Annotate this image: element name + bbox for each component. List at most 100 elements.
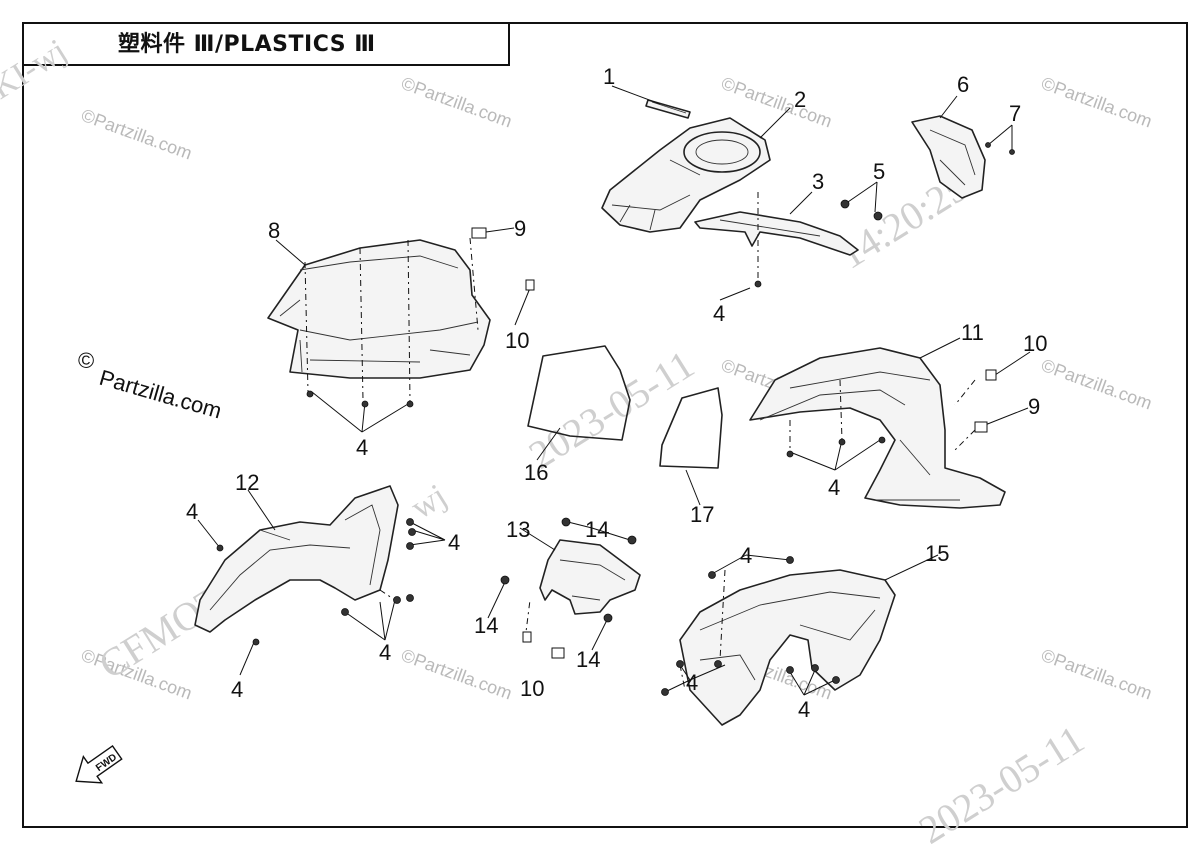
diagram-title: 塑料件 Ⅲ/PLASTICS Ⅲ — [118, 32, 376, 57]
callout-10: 10 — [1023, 331, 1047, 356]
callout-4: 4 — [379, 640, 391, 665]
bolt — [676, 660, 684, 668]
bolt — [393, 596, 401, 604]
callout-4: 4 — [828, 475, 840, 500]
watermark-partzilla-large: Partzilla.com — [97, 365, 225, 424]
watermark-partzilla: ©Partzilla.com — [1039, 645, 1155, 704]
part-13-bracket — [539, 539, 641, 615]
assembly-lines — [304, 192, 976, 691]
part-2-tank-cover — [601, 117, 771, 233]
clip-10 — [525, 279, 535, 291]
bolt — [878, 436, 886, 444]
watermark-partzilla: ©Partzilla.com — [79, 105, 195, 164]
bolt — [306, 390, 314, 398]
part-17-sheet — [659, 387, 723, 469]
callouts: 1 2 3 4 5 6 7 8 9 10 4 11 10 9 4 16 17 1… — [186, 64, 1047, 722]
watermark-date: 2023-05-11 — [521, 341, 702, 477]
bolt — [627, 535, 637, 545]
bolt — [786, 556, 794, 564]
callout-10: 10 — [505, 328, 529, 353]
part-12-lower-left-panel — [194, 485, 399, 633]
part-8-left-fairing — [267, 239, 491, 379]
bolt — [361, 400, 369, 408]
bolt — [873, 211, 883, 221]
diagram-frame — [22, 22, 1188, 828]
part-11-right-fairing — [749, 347, 1006, 509]
bolt — [603, 613, 613, 623]
callout-16: 16 — [524, 460, 548, 485]
watermark-partzilla: ©Partzilla.com — [399, 73, 515, 132]
bolt — [661, 688, 669, 696]
bolt — [406, 518, 414, 526]
callout-9: 9 — [514, 216, 526, 241]
watermark-corner: KI-wj — [0, 32, 73, 106]
callout-10: 10 — [520, 676, 544, 701]
bolt — [406, 594, 414, 602]
bolt — [840, 199, 850, 209]
clip-10 — [522, 631, 532, 643]
bolt — [252, 638, 260, 646]
bolt — [786, 450, 794, 458]
callout-4: 4 — [186, 499, 198, 524]
part-1-strip — [645, 99, 691, 119]
bolt — [786, 666, 794, 674]
callout-11: 11 — [961, 320, 984, 345]
callout-4: 4 — [713, 301, 725, 326]
watermark-partzilla: ©Partzilla.com — [1039, 73, 1155, 132]
bolt — [714, 660, 722, 668]
callout-14: 14 — [585, 517, 609, 542]
bolt — [832, 676, 840, 684]
bolt — [838, 438, 846, 446]
callout-3: 3 — [812, 169, 824, 194]
callout-7: 7 — [1009, 101, 1021, 126]
leader-lines — [197, 85, 1031, 651]
callout-13: 13 — [506, 517, 530, 542]
watermark-partzilla: ©Partzilla.com — [1039, 355, 1155, 414]
fasteners — [216, 142, 1015, 696]
clip-10 — [551, 647, 565, 659]
callout-4: 4 — [740, 543, 752, 568]
callout-1: 1 — [603, 64, 615, 89]
bolt — [985, 142, 991, 148]
clip-9 — [471, 227, 487, 239]
bolt — [811, 664, 819, 672]
clip-9 — [974, 421, 988, 433]
callout-4: 4 — [448, 530, 460, 555]
callout-6: 6 — [957, 72, 969, 97]
callout-9: 9 — [1028, 394, 1040, 419]
part-15-lower-panel — [679, 569, 896, 726]
callout-17: 17 — [690, 502, 714, 527]
watermark-date: 2023-05-11 — [911, 716, 1092, 848]
callout-8: 8 — [268, 218, 280, 243]
bolt — [216, 544, 224, 552]
fwd-arrow-icon — [75, 744, 123, 784]
bolt — [708, 571, 716, 579]
clip-10 — [985, 369, 997, 381]
watermark-partzilla: ©Partzilla.com — [399, 645, 515, 704]
callout-4: 4 — [686, 670, 698, 695]
part-16-sheet — [527, 345, 631, 441]
callout-4: 4 — [231, 677, 243, 702]
bolt — [408, 528, 416, 536]
watermark-partzilla-symbol: © — [78, 348, 94, 373]
callout-4: 4 — [356, 435, 368, 460]
bolt — [500, 575, 510, 585]
bolt — [1009, 149, 1015, 155]
bolt — [754, 280, 762, 288]
bolt — [406, 542, 414, 550]
part-6-side-panel — [911, 115, 986, 199]
fwd-arrow: FWD — [75, 744, 123, 784]
callout-5: 5 — [873, 159, 885, 184]
part-3-trim — [694, 211, 859, 256]
callout-14: 14 — [576, 647, 600, 672]
callout-12: 12 — [235, 470, 259, 495]
bolt — [561, 517, 571, 527]
title-box — [22, 22, 510, 66]
bolt — [406, 400, 414, 408]
callout-14: 14 — [474, 613, 498, 638]
callout-15: 15 — [925, 541, 949, 566]
bolt — [341, 608, 349, 616]
callout-2: 2 — [794, 87, 806, 112]
callout-4: 4 — [798, 697, 810, 722]
